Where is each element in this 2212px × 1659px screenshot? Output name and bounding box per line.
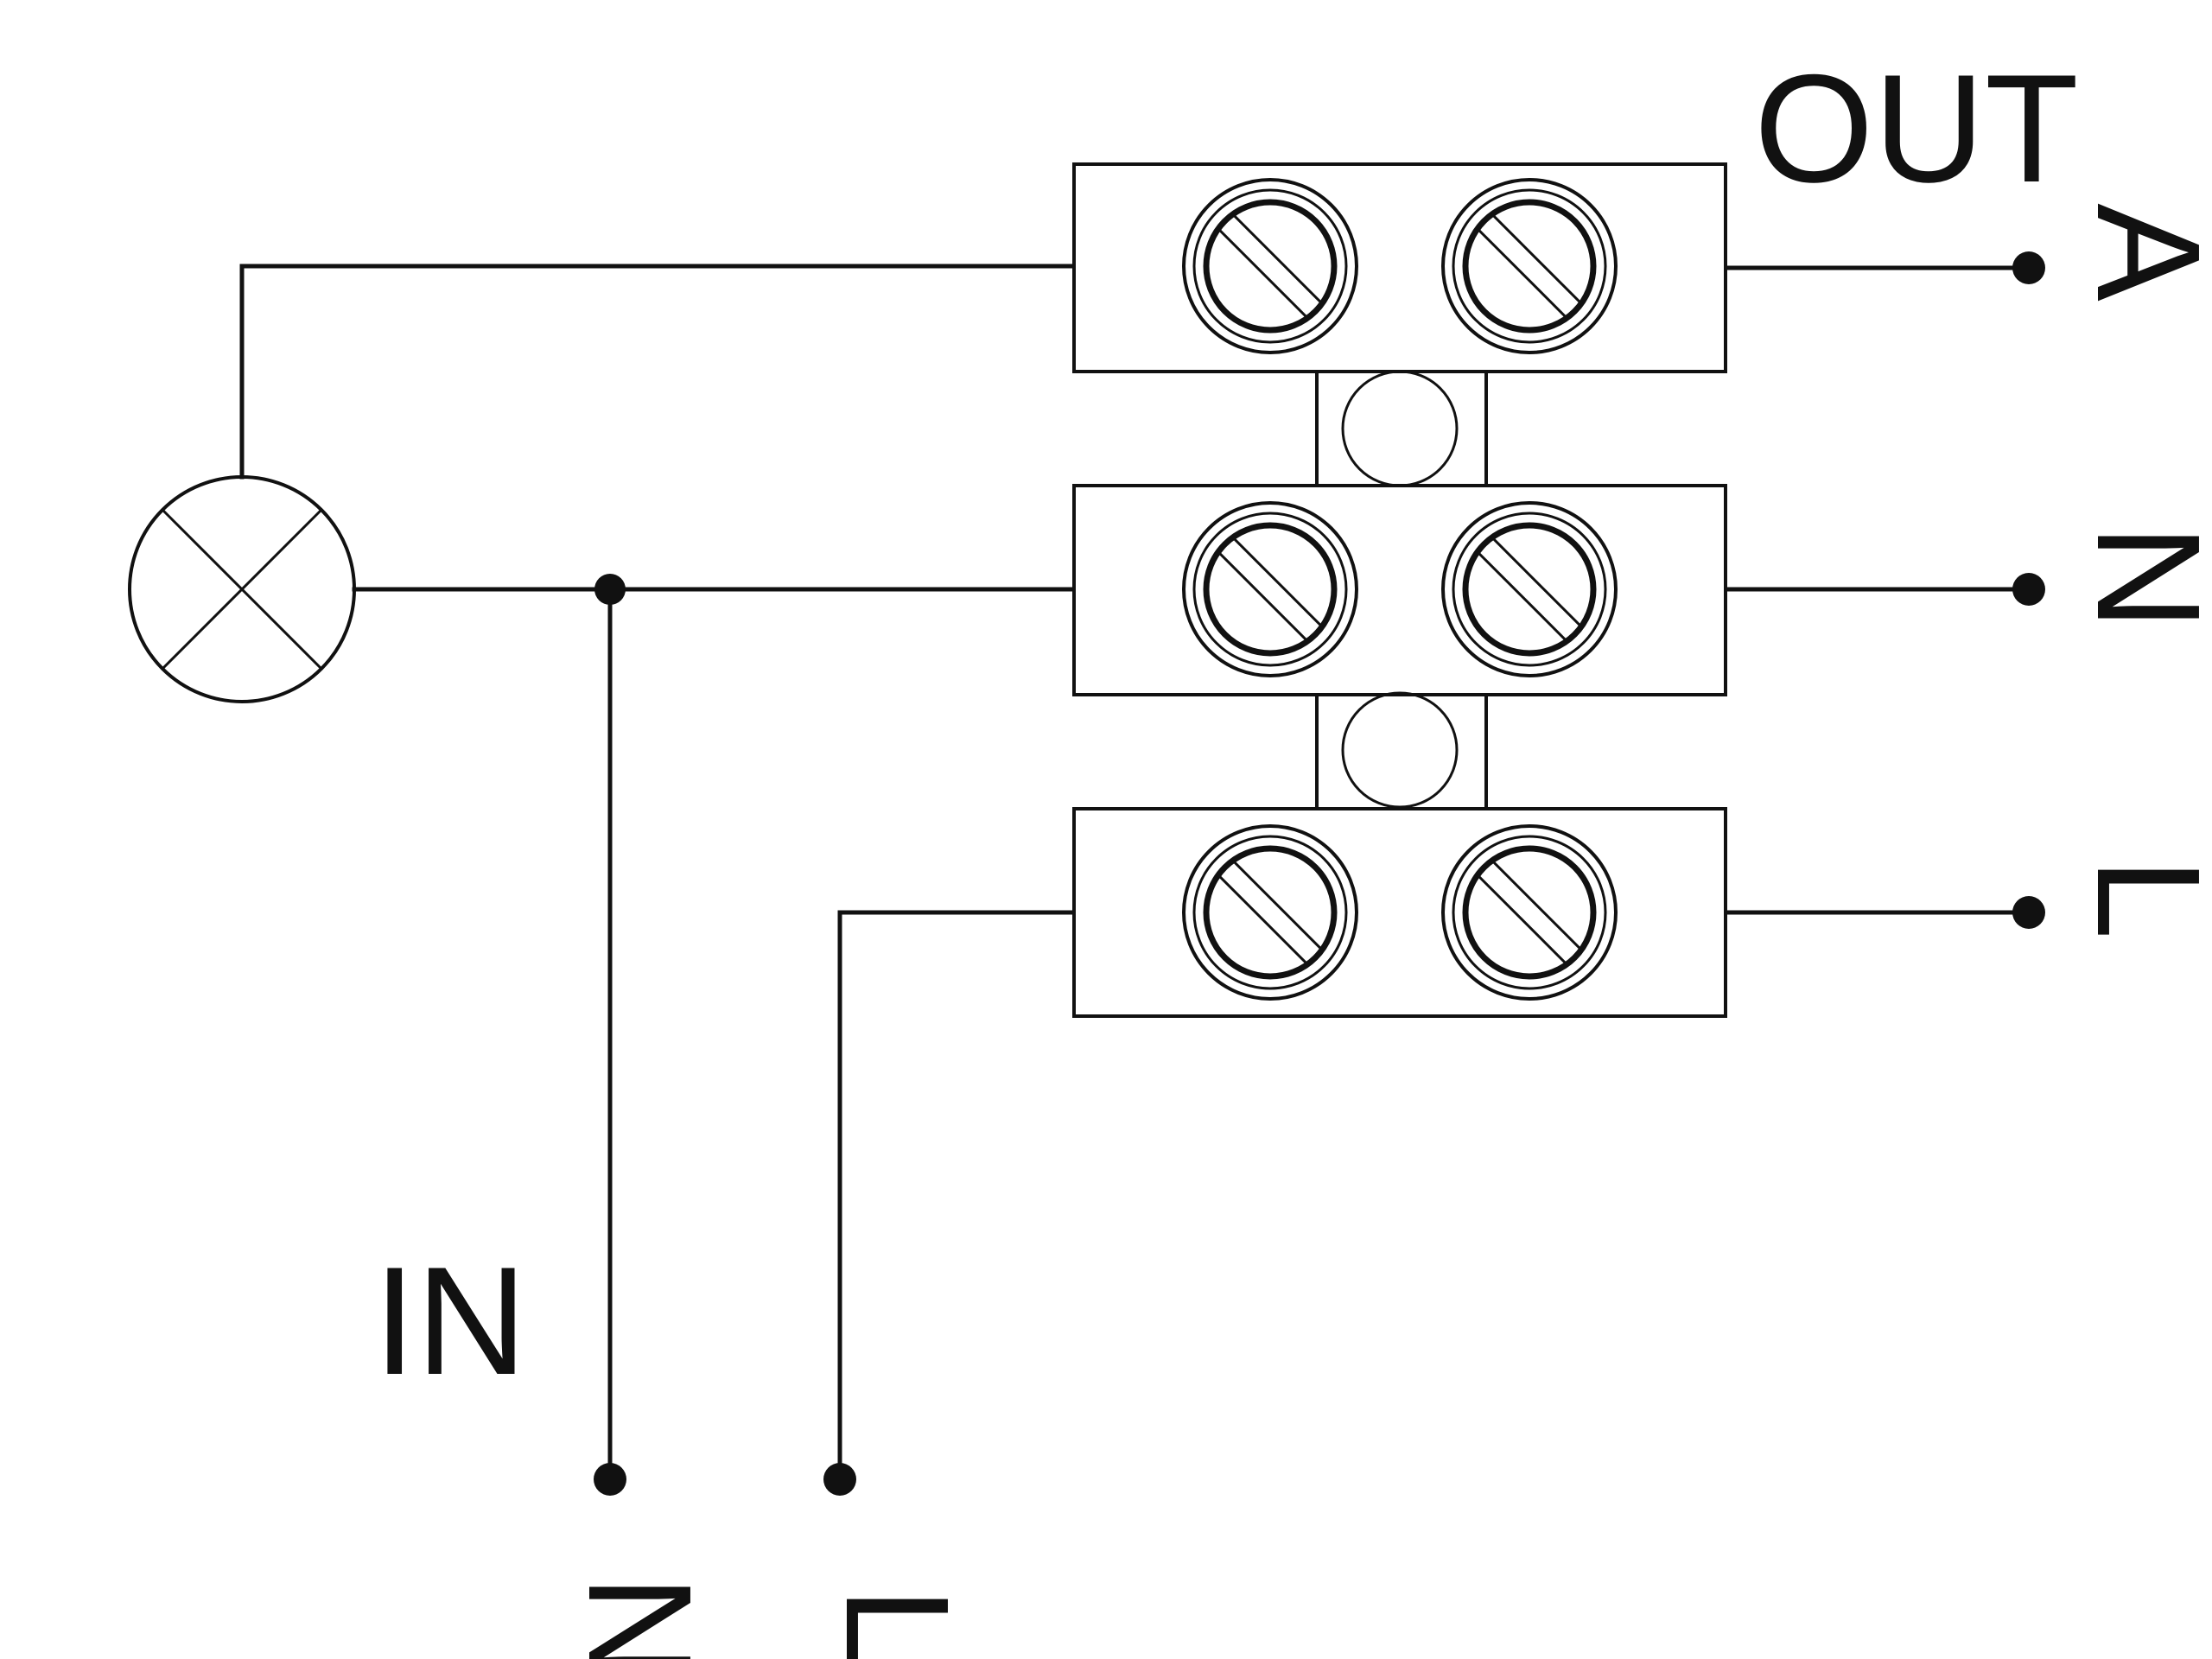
out-a-label: A: [2066, 203, 2212, 302]
out-heading: OUT: [1754, 42, 2079, 214]
terminal-block: [1072, 162, 1727, 1018]
in-n-label: N: [557, 1575, 721, 1659]
lamp-symbol: [128, 475, 356, 703]
in-l-label: L: [815, 1587, 979, 1659]
terminal-screw-a-left: [1182, 178, 1358, 354]
terminal-screw-l-right: [1441, 824, 1618, 1001]
out-n-label: N: [2066, 524, 2212, 631]
terminal-screw-n-left: [1182, 501, 1358, 677]
in-heading: IN: [373, 1235, 527, 1407]
mounting-hole-upper: [1341, 370, 1459, 487]
junction-dot-neutral: [594, 574, 626, 605]
terminal-pole-a: [1072, 162, 1727, 373]
junction-dots: [594, 251, 2045, 1496]
in-n-dot: [594, 1463, 626, 1496]
wire-lamp-to-terminal-a: [239, 264, 1077, 480]
terminal-screw-n-right: [1441, 501, 1618, 677]
out-l-dot: [2012, 896, 2045, 929]
wires: [239, 264, 2031, 1482]
terminal-pole-l: [1072, 807, 1727, 1018]
out-a-dot: [2012, 251, 2045, 284]
out-n-dot: [2012, 573, 2045, 606]
terminal-pole-n: [1072, 484, 1727, 696]
mounting-hole-lower: [1341, 691, 1459, 809]
out-l-label: L: [2066, 858, 2212, 940]
terminal-screw-a-right: [1441, 178, 1618, 354]
terminal-screw-l-left: [1182, 824, 1358, 1001]
wire-in-l-to-terminal-l: [837, 910, 1077, 1482]
in-l-dot: [823, 1463, 856, 1496]
screws: [1182, 178, 1618, 1001]
